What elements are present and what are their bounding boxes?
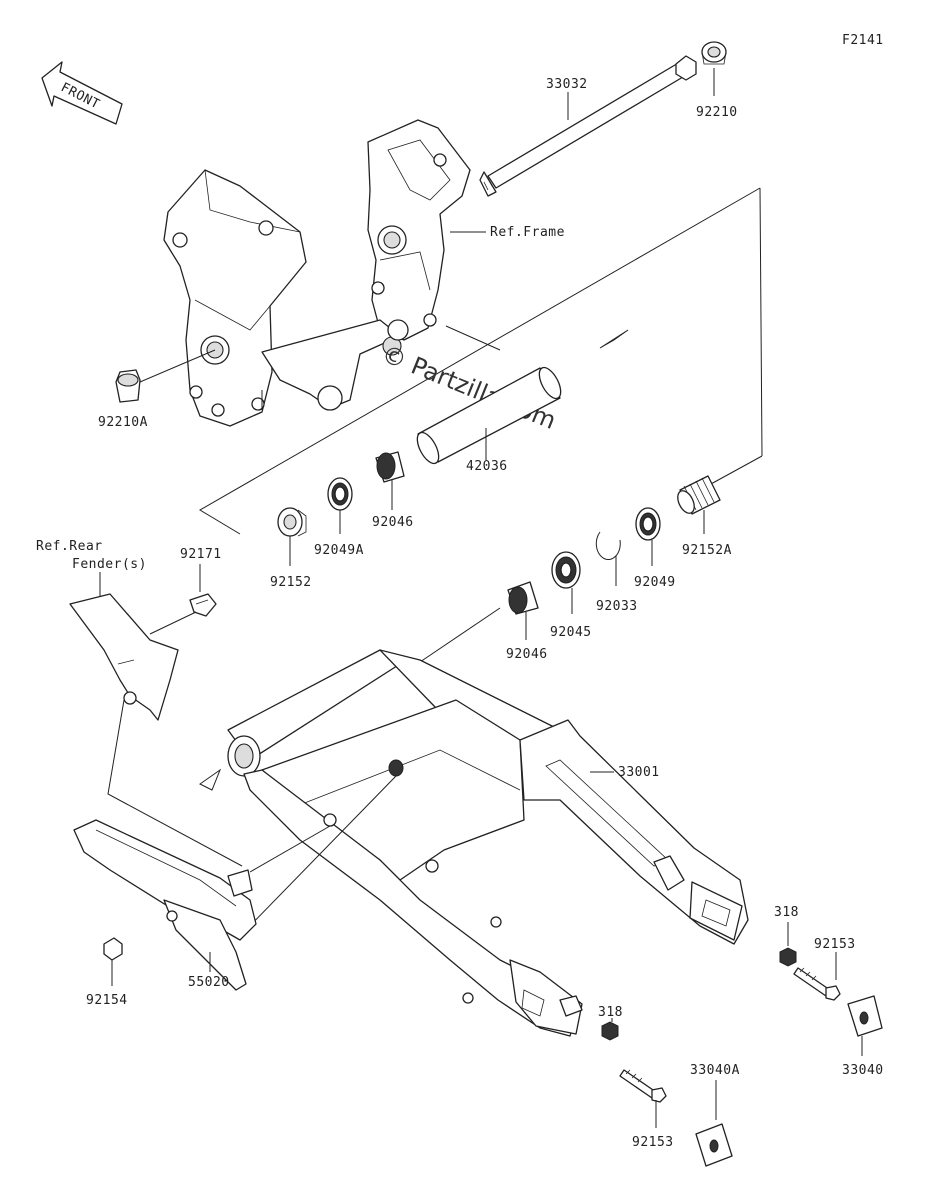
nut-318-right [779,947,797,967]
label-318-right: 318 [774,905,799,920]
collar-42036 [416,366,562,465]
label-92046-mid: 92046 [506,647,548,662]
ref-rear-label-line2: Fender(s) [72,557,147,572]
front-arrow-icon: FRONT [41,61,123,125]
chain-guard-55020 [73,819,257,991]
label-92046-top: 92046 [372,515,414,530]
label-92049: 92049 [634,575,676,590]
seal-92049 [635,507,661,541]
bolt-92154 [103,937,123,961]
label-92154: 92154 [86,993,128,1008]
circlip-92033 [595,531,621,561]
bearing-92046-mid [507,581,539,615]
label-92210A: 92210A [98,415,148,430]
label-92210: 92210 [696,105,738,120]
diagram-code: F2141 [842,33,884,48]
label-55020: 55020 [188,975,230,990]
bearing-92046-top [375,451,405,483]
ref-frame-label: Ref.Frame [490,225,565,240]
bolt-92153-right [793,967,841,1001]
label-92153-right: 92153 [814,937,856,952]
nut-92210 [701,41,727,65]
adjuster-block-33040 [847,995,883,1037]
label-92049A: 92049A [314,543,364,558]
label-33040A: 33040A [690,1063,740,1078]
label-92153-bottom: 92153 [632,1135,674,1150]
label-92152A: 92152A [682,543,732,558]
label-92045: 92045 [550,625,592,640]
seal-92049A [327,477,353,511]
assembly-guide-line [199,187,761,535]
label-33001: 33001 [618,765,660,780]
frame-left-plate [163,169,307,427]
label-92171: 92171 [180,547,222,562]
ref-rear-label-line1: Ref.Rear [36,539,103,554]
nut-92210A [115,369,141,403]
adjuster-block-33040A [695,1123,733,1167]
label-42036: 42036 [466,459,508,474]
swingarm-33001 [227,649,749,1037]
frame-right-plate [367,119,471,341]
bolt-92153-bottom [619,1069,667,1103]
bearing-92045 [551,551,581,589]
label-92152: 92152 [270,575,312,590]
collar-92152A [677,475,721,515]
label-318-bottom: 318 [598,1005,623,1020]
collar-92152 [277,507,307,537]
pivot-shaft-33032 [479,55,697,197]
clip-92171 [189,593,217,617]
frame-cross-tube [261,319,409,411]
nut-318-bottom [601,1021,619,1041]
rear-fender-ref-part [69,593,179,721]
label-92033: 92033 [596,599,638,614]
label-33040: 33040 [842,1063,884,1078]
label-33032: 33032 [546,77,588,92]
